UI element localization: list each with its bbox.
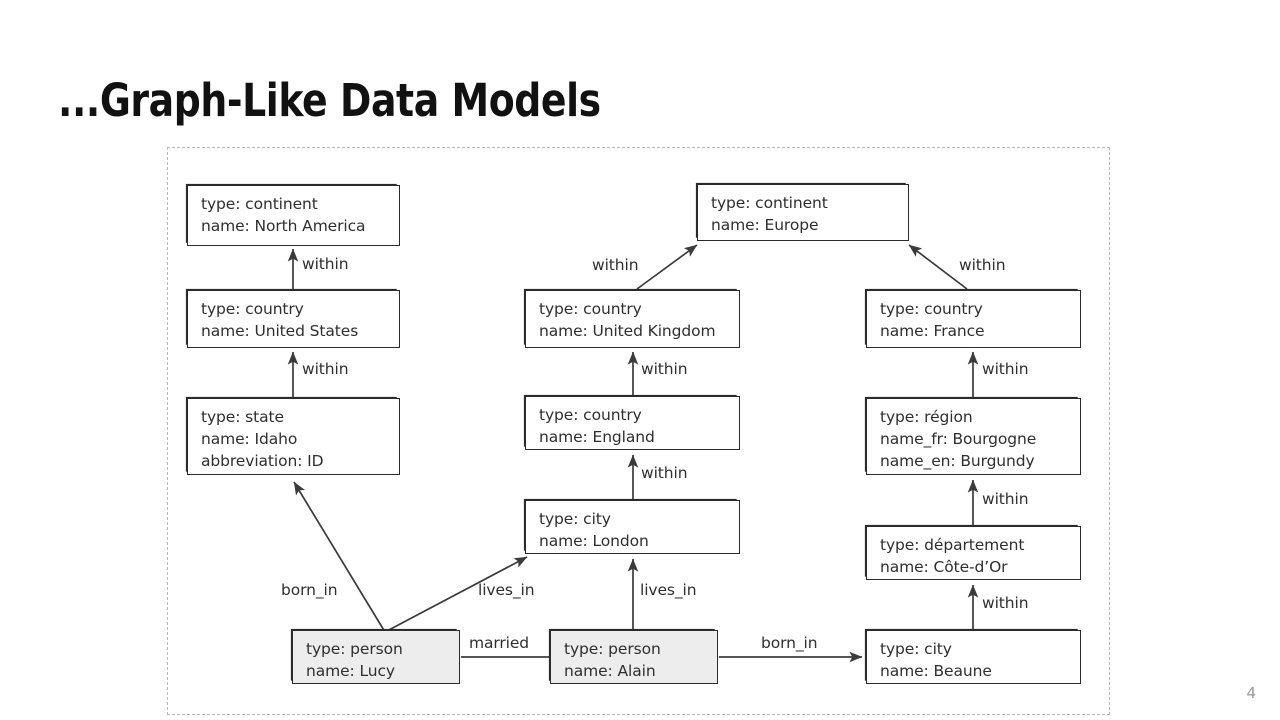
node-united-states[interactable]: type: country name: United States [187, 290, 400, 348]
node-beaune[interactable]: type: city name: Beaune [866, 630, 1081, 684]
node-london[interactable]: type: city name: London [525, 500, 740, 554]
node-property: name: United Kingdom [539, 322, 716, 340]
edge-label-within-uk-europe: within [592, 256, 639, 274]
node-property: name: Alain [564, 662, 656, 680]
edge-label-born-in-alain-beaune: born_in [761, 634, 818, 652]
node-property: type: state [201, 408, 284, 426]
node-property: type: région [880, 408, 973, 426]
node-property: type: person [306, 640, 403, 658]
node-property: type: continent [711, 194, 828, 212]
edge-label-within-bourgogne-france: within [982, 360, 1029, 378]
node-property: type: city [880, 640, 952, 658]
edge-label-married-lucy-alain: married [469, 634, 530, 652]
node-property: name: Beaune [880, 662, 992, 680]
edge-label-within-england-uk: within [641, 360, 688, 378]
node-property: name_fr: Bourgogne [880, 430, 1037, 448]
node-property: type: country [880, 300, 983, 318]
node-property: name: North America [201, 217, 366, 235]
edge-label-within-cotedor-bourgogne: within [982, 490, 1029, 508]
node-lucy[interactable]: type: person name: Lucy [292, 630, 460, 684]
node-property: name: London [539, 532, 649, 550]
edge-label-lives-in-alain-london: lives_in [640, 581, 697, 599]
node-property: name: England [539, 428, 655, 446]
node-property: name: France [880, 322, 985, 340]
edge-label-within-beaune-cotedor: within [982, 594, 1029, 612]
node-property: type: person [564, 640, 661, 658]
node-property: name: Côte-d’Or [880, 558, 1008, 576]
node-england[interactable]: type: country name: England [525, 396, 740, 450]
edge-label-lives-in-lucy-london: lives_in [478, 581, 535, 599]
edge-label-within-us-na: within [302, 255, 349, 273]
node-property: name_en: Burgundy [880, 452, 1035, 470]
figure-frame [167, 147, 1110, 715]
node-property: type: country [539, 406, 642, 424]
node-property: type: city [539, 510, 611, 528]
edge-label-within-france-europe: within [959, 256, 1006, 274]
node-north-america[interactable]: type: continent name: North America [187, 185, 400, 246]
node-property: type: département [880, 536, 1025, 554]
node-france[interactable]: type: country name: France [866, 290, 1081, 348]
edge-label-within-idaho-us: within [302, 360, 349, 378]
node-europe[interactable]: type: continent name: Europe [697, 184, 909, 241]
edge-label-born-in-lucy-idaho: born_in [281, 581, 338, 599]
page-number: 4 [1246, 684, 1256, 702]
node-property: type: country [201, 300, 304, 318]
node-united-kingdom[interactable]: type: country name: United Kingdom [525, 290, 740, 348]
node-property: name: Europe [711, 216, 819, 234]
node-property: name: United States [201, 322, 359, 340]
node-alain[interactable]: type: person name: Alain [550, 630, 718, 684]
node-property: name: Idaho [201, 430, 298, 448]
node-bourgogne[interactable]: type: région name_fr: Bourgogne name_en:… [866, 398, 1081, 475]
node-property: type: country [539, 300, 642, 318]
page-title: ...Graph-Like Data Models [58, 74, 601, 127]
node-property: abbreviation: ID [201, 452, 324, 470]
node-cote-dor[interactable]: type: département name: Côte-d’Or [866, 526, 1081, 580]
node-property: name: Lucy [306, 662, 395, 680]
node-idaho[interactable]: type: state name: Idaho abbreviation: ID [187, 398, 400, 475]
edge-label-within-london-england: within [641, 464, 688, 482]
node-property: type: continent [201, 195, 318, 213]
